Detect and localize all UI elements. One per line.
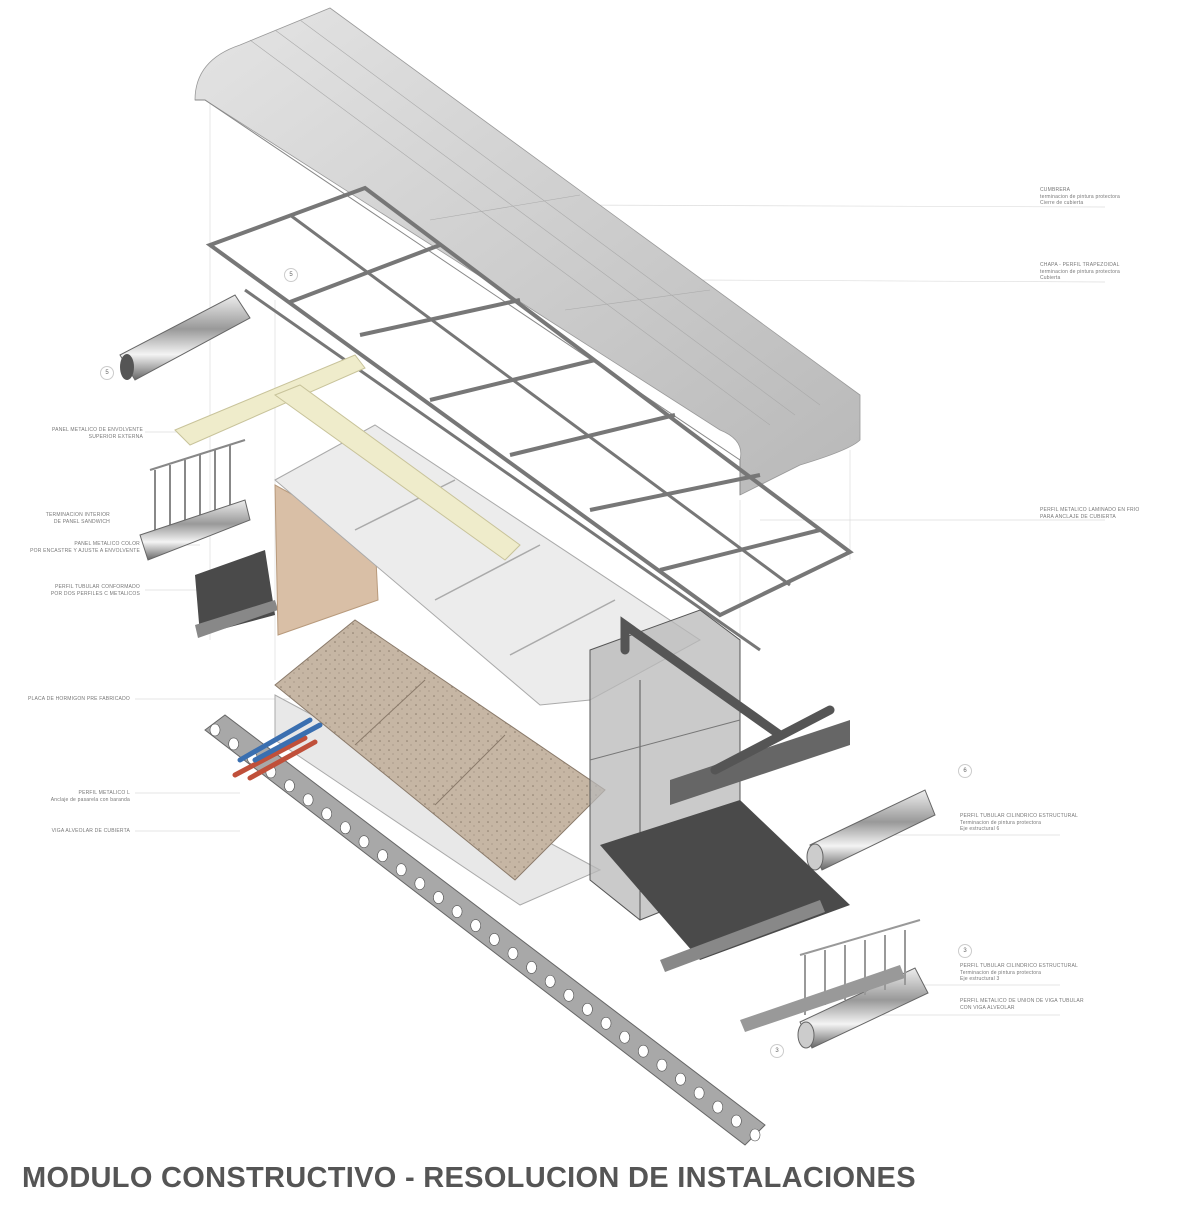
beam-hole bbox=[395, 863, 407, 876]
cold-rolled-roof-frame bbox=[205, 185, 854, 652]
beam-hole bbox=[470, 919, 481, 932]
beam-hole bbox=[377, 849, 388, 862]
beam-hole bbox=[656, 1058, 668, 1072]
beam-hole bbox=[582, 1003, 593, 1016]
steel-profile-right bbox=[660, 900, 825, 972]
beam-hole bbox=[340, 821, 351, 835]
beam-hole bbox=[228, 737, 239, 751]
beam-hole bbox=[489, 933, 500, 946]
beam-hole bbox=[358, 835, 370, 849]
beam-hole bbox=[619, 1030, 630, 1044]
railing-left bbox=[139, 439, 251, 561]
axis-marker: 5 bbox=[100, 366, 114, 380]
steel-profile-left bbox=[195, 600, 278, 638]
beam-hole bbox=[433, 891, 444, 904]
beam-hole bbox=[544, 975, 556, 988]
beam-hole bbox=[693, 1086, 705, 1100]
axis-marker: 3 bbox=[958, 944, 972, 958]
beam-hole bbox=[284, 779, 295, 793]
steel-profile-lower bbox=[740, 965, 905, 1032]
beam-hole bbox=[451, 905, 463, 918]
beam-hole bbox=[731, 1114, 742, 1128]
beam-hole bbox=[749, 1128, 761, 1142]
label-concrete-plate: PLACA DE HORMIGON PRE FABRICADO bbox=[27, 696, 130, 702]
handrail-pipe bbox=[620, 616, 835, 775]
yellow-upper-panel bbox=[174, 354, 521, 561]
roof-trapezoidal-sheet bbox=[194, 7, 861, 496]
beam-hole bbox=[321, 807, 333, 821]
beam-hole bbox=[675, 1072, 686, 1086]
beam-hole bbox=[712, 1100, 724, 1114]
beam-hole bbox=[637, 1044, 649, 1058]
structural-tube-5 bbox=[119, 294, 251, 381]
beam-hole bbox=[302, 793, 314, 807]
axis-marker: 6 bbox=[958, 764, 972, 778]
structural-tube-6 bbox=[806, 789, 936, 871]
beam-hole bbox=[563, 989, 575, 1002]
drawing-title: MODULO CONSTRUCTIVO - RESOLUCION DE INST… bbox=[22, 1162, 916, 1194]
alveolar-roof-beam bbox=[204, 714, 766, 1146]
axis-marker: 3 bbox=[770, 1044, 784, 1058]
axis-marker: 5 bbox=[284, 268, 298, 282]
beam-hole bbox=[414, 877, 426, 890]
beam-hole bbox=[526, 961, 537, 974]
beam-hole bbox=[600, 1016, 612, 1030]
label-union-profile: PERFIL METALICO DE UNION DE VIGA TUBULAR… bbox=[960, 998, 1084, 1011]
beam-hole bbox=[209, 723, 221, 737]
label-alveolar-beam: VIGA ALVEOLAR DE CUBIERTA bbox=[51, 828, 130, 834]
beam-hole bbox=[507, 947, 519, 960]
service-pipes bbox=[232, 717, 323, 781]
